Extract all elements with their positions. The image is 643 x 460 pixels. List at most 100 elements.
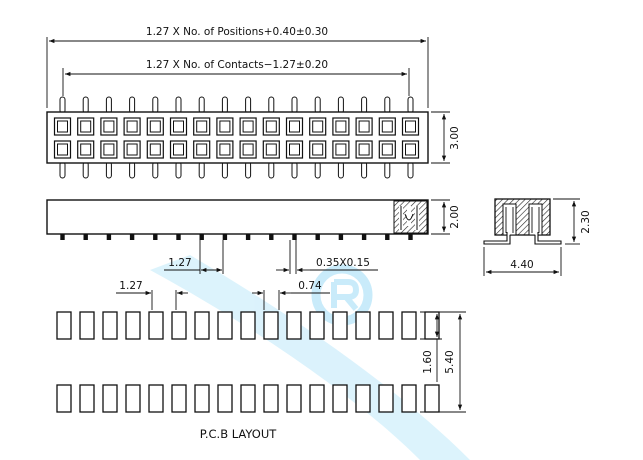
pin-size-dimension: 0.35X0.15 xyxy=(276,240,378,274)
contact-cell-inner xyxy=(219,143,231,156)
top-pin xyxy=(198,96,205,114)
top-pins-upper xyxy=(59,96,414,114)
contact-cell-inner xyxy=(381,120,393,133)
contact-cell-inner xyxy=(103,143,115,156)
pcb-pad xyxy=(102,384,118,413)
pcb-row-span-label: 5.40 xyxy=(444,350,456,373)
bottom-pin xyxy=(291,161,298,179)
bottom-pin xyxy=(221,161,228,179)
pcb-pad xyxy=(148,384,164,413)
contact-cell-inner xyxy=(57,120,68,133)
side-pin xyxy=(315,233,320,240)
bottom-pin xyxy=(245,161,252,179)
bottom-pin xyxy=(407,161,414,179)
side-pins xyxy=(60,233,413,240)
contact-cell-inner xyxy=(312,120,324,133)
side-pin xyxy=(129,233,135,240)
pcb-pad xyxy=(286,311,302,340)
pcb-pad xyxy=(378,384,394,413)
side-pin xyxy=(245,233,251,240)
pcb-pitch-label: 1.27 xyxy=(119,280,142,292)
pin-size-label: 0.35X0.15 xyxy=(316,257,370,269)
contact-cell-inner xyxy=(358,143,370,156)
pcb-pad xyxy=(79,311,95,340)
pcb-pad xyxy=(309,384,325,413)
top-pins-lower xyxy=(59,161,414,179)
pcb-pitch-dimension: 1.27 xyxy=(116,280,188,310)
pcb-pad xyxy=(240,384,256,413)
side-pin xyxy=(292,233,297,240)
contact-cell-inner xyxy=(265,143,277,156)
pcb-pad xyxy=(332,311,348,340)
contact-cell-inner xyxy=(196,143,208,156)
pcb-layout xyxy=(56,311,440,413)
side-pin xyxy=(269,233,274,240)
contact-cells xyxy=(53,117,420,159)
bottom-pin xyxy=(152,161,159,179)
pcb-pad xyxy=(263,311,279,340)
top-pin xyxy=(175,96,182,114)
side-pin xyxy=(60,233,65,240)
side-housing xyxy=(46,199,429,235)
top-pin xyxy=(291,96,298,114)
side-pin xyxy=(385,233,390,240)
pcb-pad xyxy=(424,384,440,413)
pcb-pad xyxy=(355,311,371,340)
pcb-pad xyxy=(125,384,141,413)
pcb-pad xyxy=(401,311,417,340)
pcb-pad-length-label: 1.60 xyxy=(422,350,434,373)
side-pin xyxy=(338,233,344,240)
pcb-pad xyxy=(263,384,279,413)
top-height-dimension: 3.00 xyxy=(431,111,461,164)
pcb-pad xyxy=(125,311,141,340)
top-pin xyxy=(105,96,112,114)
contact-cell-inner xyxy=(335,120,347,133)
pcb-pad xyxy=(148,311,164,340)
end-width-dimension: 4.40 xyxy=(483,247,562,276)
side-pin xyxy=(176,233,181,240)
overall-length-label: 1.27 X No. of Positions+0.40±0.30 xyxy=(146,26,328,38)
top-pin xyxy=(407,96,414,114)
contact-cell-inner xyxy=(219,120,231,133)
bottom-pin xyxy=(129,161,136,179)
top-view xyxy=(46,96,429,179)
contact-cell-inner xyxy=(265,120,277,133)
pcb-pads-upper xyxy=(56,311,440,340)
top-pin xyxy=(384,96,391,114)
pcb-pad xyxy=(56,384,72,413)
contact-cell-inner xyxy=(149,120,161,133)
side-height-label: 2.00 xyxy=(449,205,461,228)
contact-cell-inner xyxy=(126,120,138,133)
top-pin xyxy=(152,96,159,114)
contact-cell-inner xyxy=(173,120,184,133)
side-pin xyxy=(222,233,228,240)
bottom-pin xyxy=(105,161,112,179)
contact-cell-inner xyxy=(57,143,68,156)
overall-length-dimension: 1.27 X No. of Positions+0.40±0.30 xyxy=(46,26,429,108)
pcb-row-span-dimension: 5.40 xyxy=(420,311,466,413)
bottom-pin xyxy=(198,161,205,179)
top-pin xyxy=(221,96,228,114)
pcb-pad-width-dimension: 0.74 xyxy=(252,280,330,310)
contact-cell-inner xyxy=(289,143,300,156)
side-pin xyxy=(199,233,204,240)
contact-cell-inner xyxy=(126,143,138,156)
contact-cell-inner xyxy=(312,143,324,156)
side-pin xyxy=(106,233,112,240)
pcb-layout-label: P.C.B LAYOUT xyxy=(200,427,278,441)
bottom-pin xyxy=(337,161,344,179)
top-height-label: 3.00 xyxy=(449,126,461,149)
pcb-pad xyxy=(286,384,302,413)
contact-cell-inner xyxy=(335,143,347,156)
bottom-pin xyxy=(59,161,66,179)
contact-cell-inner xyxy=(103,120,115,133)
contact-cell-inner xyxy=(242,143,254,156)
contact-cell-inner xyxy=(405,120,416,133)
top-pin xyxy=(59,96,66,114)
pcb-pad xyxy=(56,311,72,340)
bottom-pin xyxy=(361,161,368,179)
pcb-pad xyxy=(217,384,233,413)
contact-cell-inner xyxy=(358,120,370,133)
pcb-pad xyxy=(79,384,95,413)
